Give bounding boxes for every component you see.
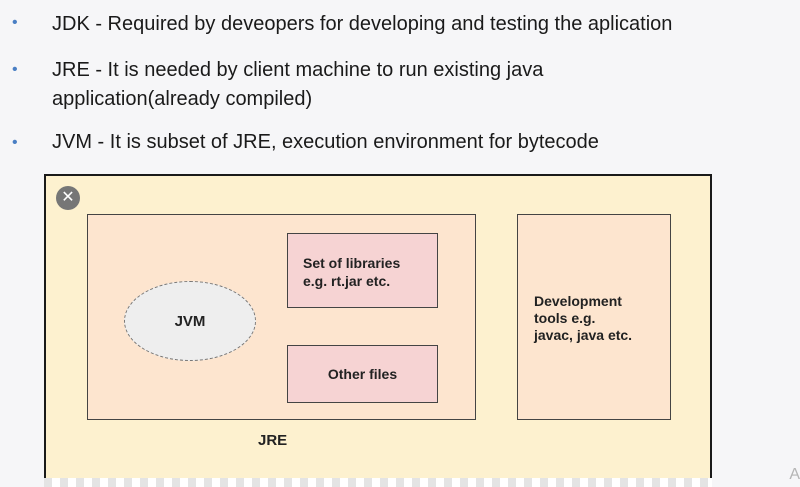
dev-tools-line1: Development [534,293,622,309]
bullet-jvm: JVM - It is subset of JRE, execution env… [52,131,599,153]
dev-tools-line2: tools e.g. [534,310,596,326]
bullet-marker: • [12,14,18,31]
dev-tools-line3: javac, java etc. [534,327,633,343]
jvm-label: JVM [174,312,206,330]
libraries-label-line2: e.g. rt.jar etc. [303,273,391,289]
dev-tools-box: Development tools e.g. javac, java etc. [517,214,671,420]
jre-box: JVM Set of libraries e.g. rt.jar etc. Ot… [87,214,476,420]
other-files-box: Other files [287,345,438,403]
bullet-jdk: JDK - Required by deveopers for developi… [52,13,673,35]
bullet-jre: JRE - It is needed by client machine to … [52,59,544,110]
libraries-box: Set of libraries e.g. rt.jar etc. [287,233,438,308]
jdk-diagram: ✕ JVM Set of libraries e.g. rt.jar etc. … [44,174,712,487]
scrollbar-strip [44,478,712,487]
jvm-ellipse: JVM [124,281,256,361]
other-files-label: Other files [327,366,398,382]
bullet-marker: • [12,134,18,151]
jre-label: JRE [258,432,288,449]
close-icon[interactable]: ✕ [56,186,80,210]
corner-glyph: A [789,466,800,483]
libraries-label-line1: Set of libraries [303,255,401,271]
bullet-marker: • [12,61,18,78]
